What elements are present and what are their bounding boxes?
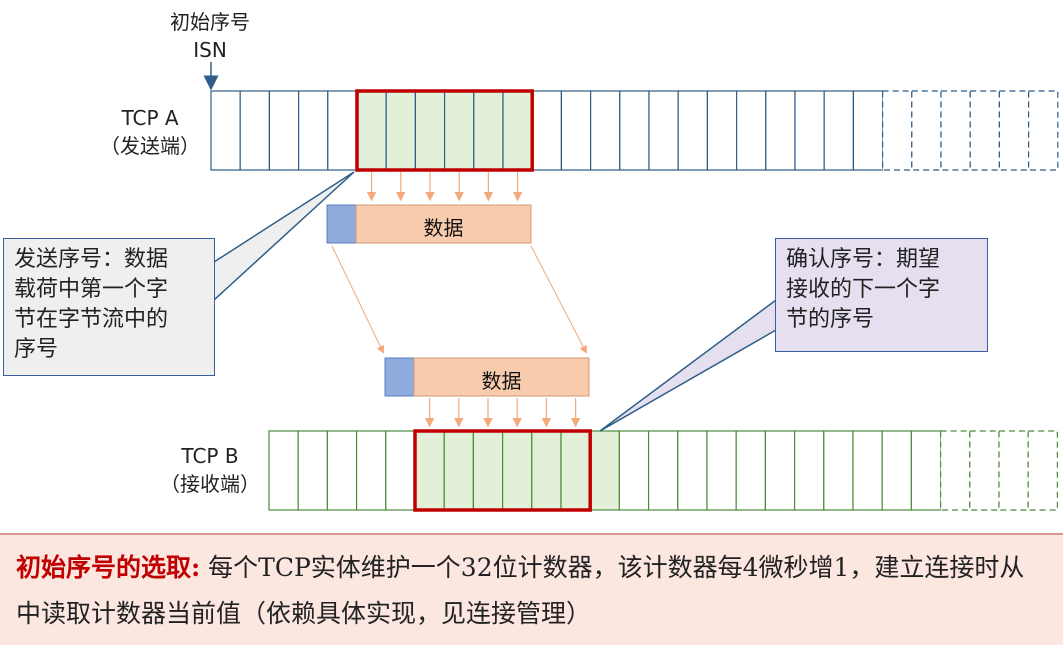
sender-byte-cell xyxy=(765,90,796,171)
receiver-byte-cell xyxy=(735,430,767,511)
sender-byte-cell xyxy=(473,90,504,171)
packet-label-received: 数据 xyxy=(481,369,522,393)
receiver-byte-cell xyxy=(793,430,825,511)
sender-byte-cell xyxy=(268,90,300,171)
note-body: 每个TCP实体维护一个32位计数器，该计数器每4微秒增1，建立连接时从中读取计数… xyxy=(16,553,1025,628)
receiver-byte-cell xyxy=(618,430,650,511)
sender-byte-cell xyxy=(998,90,1030,171)
sender-byte-cell xyxy=(969,90,1001,171)
sender-byte-cell xyxy=(881,90,913,171)
receiver-byte-cell xyxy=(589,430,621,511)
transfer-arrow xyxy=(530,245,587,354)
receiver-byte-cell xyxy=(910,430,942,511)
tcp-a-role: （发送端） xyxy=(100,134,200,158)
receiver-byte-cell xyxy=(531,430,562,511)
receiver-byte-cell xyxy=(647,430,679,511)
receiver-byte-cell xyxy=(939,430,971,511)
note-title: 初始序号的选取: xyxy=(16,553,201,582)
receiver-byte-cell xyxy=(764,430,796,511)
packet-payload xyxy=(355,204,532,244)
sender-byte-cell xyxy=(911,90,942,171)
sender-byte-cell xyxy=(794,90,825,171)
tcp-a-name: TCP A xyxy=(121,106,179,130)
sender-byte-cell xyxy=(823,90,855,171)
sender-byte-cell xyxy=(327,90,358,171)
receiver-byte-cell xyxy=(823,430,854,511)
sender-byte-cell xyxy=(852,90,884,171)
ack-callout-pointer xyxy=(599,298,777,432)
sequence-number-diagram xyxy=(203,62,1059,512)
receiver-byte-cell xyxy=(385,430,416,511)
receiver-byte-cell xyxy=(852,430,883,511)
sender-byte-cell xyxy=(385,90,417,171)
sender-byte-cell xyxy=(648,90,679,171)
receiver-byte-cell xyxy=(560,430,591,511)
packet-payload xyxy=(413,357,590,397)
sender-byte-cell xyxy=(1027,90,1059,171)
receiver-byte-cell xyxy=(297,430,329,511)
receiver-byte-cell xyxy=(414,430,445,511)
receiver-byte-cell xyxy=(677,430,708,511)
receiver-byte-cell xyxy=(969,430,1000,511)
sender-segment-highlight xyxy=(355,89,534,172)
receiver-byte-cell xyxy=(706,430,737,511)
sender-byte-cell xyxy=(298,90,329,171)
sender-byte-cell xyxy=(356,90,387,171)
send-sequence-callout: 发送序号：数据 载荷中第一个字 节在字节流中的 序号 xyxy=(3,238,215,376)
receiver-byte-cell xyxy=(443,430,475,511)
receiver-byte-cell xyxy=(326,430,358,511)
sender-byte-cell xyxy=(210,90,241,171)
sender-byte-cell xyxy=(531,90,563,171)
sender-byte-cell xyxy=(940,90,971,171)
receiver-byte-cell xyxy=(1027,430,1058,511)
receiver-byte-cell xyxy=(268,430,299,511)
sender-byte-cell xyxy=(502,90,533,171)
receiver-byte-cell xyxy=(356,430,387,511)
receiver-byte-cell xyxy=(998,430,1029,511)
sender-byte-cell xyxy=(706,90,738,171)
tcp-b-role: （接收端） xyxy=(160,472,260,496)
packet-header xyxy=(326,204,357,244)
receiver-byte-cell xyxy=(881,430,913,511)
isn-abbrev: ISN xyxy=(193,38,227,62)
packet-header xyxy=(384,357,415,397)
sender-byte-cell xyxy=(414,90,446,171)
isn-selection-note: 初始序号的选取: 每个TCP实体维护一个32位计数器，该计数器每4微秒增1，建立… xyxy=(0,533,1063,645)
sender-byte-cell xyxy=(560,90,592,171)
sender-byte-cell xyxy=(677,90,709,171)
sender-byte-cell xyxy=(619,90,650,171)
sender-byte-cell xyxy=(444,90,475,171)
sender-byte-cell xyxy=(735,90,767,171)
receiver-byte-cell xyxy=(472,430,504,511)
receiver-segment-highlight xyxy=(413,429,592,512)
sender-byte-cell xyxy=(589,90,621,171)
packet-label-sent: 数据 xyxy=(423,216,464,240)
ack-sequence-callout: 确认序号：期望 接收的下一个字 节的序号 xyxy=(775,238,988,352)
sender-byte-cell xyxy=(239,90,270,171)
tcp-b-name: TCP B xyxy=(181,444,239,468)
receiver-byte-cell xyxy=(502,430,533,511)
isn-label: 初始序号 xyxy=(170,10,250,34)
transfer-arrow xyxy=(331,245,385,354)
